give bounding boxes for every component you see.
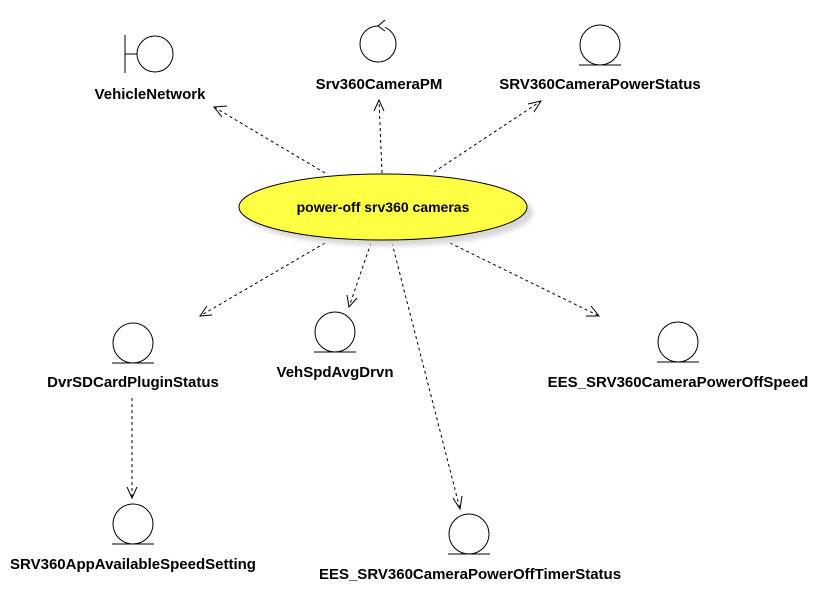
node-srv360-camera-power-status[interactable]: SRV360CameraPowerStatus: [499, 24, 701, 93]
edge-to-veh-spd-avg-drvn: [348, 242, 372, 308]
arrowhead-srv360-camera-power-status: [527, 100, 543, 113]
srv360-camera-pm-label: Srv360CameraPM: [316, 76, 443, 93]
node-ees-power-off-speed[interactable]: EES_SRV360CameraPowerOffSpeed: [548, 321, 809, 391]
arrowhead-veh-spd-avg-drvn: [346, 294, 358, 309]
usecase-power-off-srv360-cameras[interactable]: power-off srv360 cameras: [238, 173, 533, 246]
vehicle-network-label: VehicleNetwork: [95, 86, 207, 103]
usecase-label: power-off srv360 cameras: [297, 199, 470, 215]
srv360-app-available-speed-setting-label: SRV360AppAvailableSpeedSetting: [10, 556, 256, 573]
edge-to-ees-power-off-speed: [449, 242, 600, 317]
edge-to-ees-power-off-timer-status: [391, 242, 461, 510]
srv360-camera-power-status-label: SRV360CameraPowerStatus: [499, 76, 701, 93]
arrowhead-dvr-sd-card-plugin-status: [198, 305, 213, 317]
ees-power-off-timer-status-label: EES_SRV360CameraPowerOffTimerStatus: [319, 566, 621, 583]
entity-icon: [579, 24, 621, 66]
ees-power-off-speed-label: EES_SRV360CameraPowerOffSpeed: [548, 374, 809, 391]
boundary-icon: [124, 35, 174, 73]
arrowhead-ees-power-off-speed: [586, 305, 601, 317]
entity-icon: [448, 513, 490, 555]
edge-to-srv360-camera-power-status: [433, 100, 542, 173]
usecase-ellipse: [238, 173, 528, 241]
node-ees-power-off-timer-status[interactable]: EES_SRV360CameraPowerOffTimerStatus: [319, 513, 621, 583]
entity-icon: [112, 322, 154, 364]
dvr-sd-card-plugin-status-label: DvrSDCardPluginStatus: [47, 374, 219, 391]
node-srv360-app-available-speed-setting[interactable]: SRV360AppAvailableSpeedSetting: [10, 503, 256, 573]
node-srv360-camera-pm[interactable]: Srv360CameraPM: [316, 19, 443, 93]
veh-spd-avg-drvn-label: VehSpdAvgDrvn: [277, 364, 394, 381]
arrowhead-vehicle-network: [213, 105, 228, 118]
edge-to-vehicle-network: [213, 106, 326, 174]
entity-icon: [112, 503, 154, 545]
entity-icon: [314, 311, 356, 353]
edge-to-dvr-sd-card-plugin-status: [199, 242, 326, 317]
node-dvr-sd-card-plugin-status[interactable]: DvrSDCardPluginStatus: [47, 322, 219, 391]
arrowhead-app-available-speed-setting: [126, 486, 138, 500]
entity-icon: [657, 321, 699, 363]
arrowhead-srv360-camera-pm: [373, 98, 385, 112]
node-vehicle-network[interactable]: VehicleNetwork: [95, 35, 207, 103]
edge-to-srv360-camera-pm: [378, 99, 383, 174]
arrowhead-ees-power-off-timer-status: [452, 495, 463, 511]
node-veh-spd-avg-drvn[interactable]: VehSpdAvgDrvn: [277, 311, 394, 381]
control-icon: [359, 19, 397, 63]
